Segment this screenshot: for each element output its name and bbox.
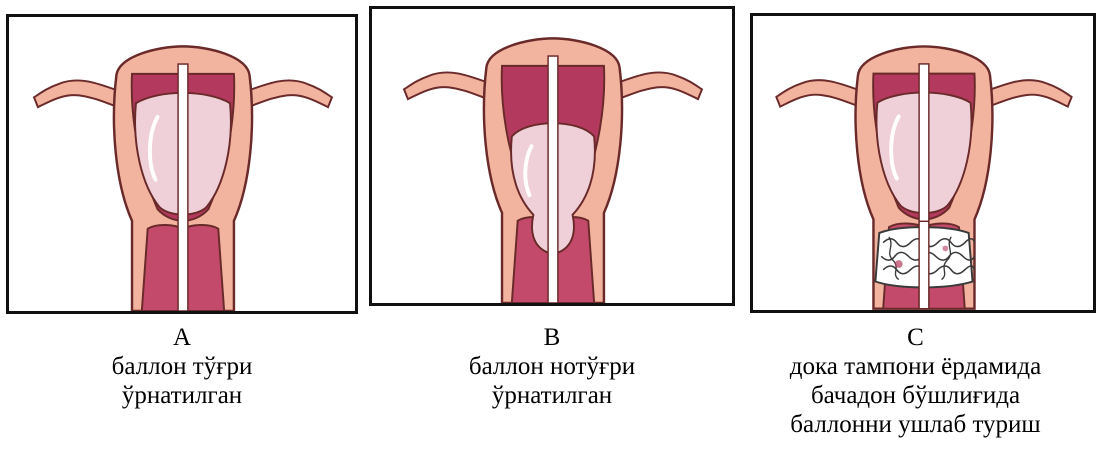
- caption-b-line-2: ўрнатилган: [369, 381, 735, 410]
- caption-b-line-1: баллон нотўғри: [369, 352, 735, 381]
- catheter: [548, 56, 558, 303]
- caption-c: C дока тампони ёрдамида бачадон бўшлиғид…: [730, 323, 1101, 439]
- fallopian-tube-right: [986, 80, 1071, 107]
- panel-b-figure: [369, 6, 735, 306]
- caption-c-line-3: баллонни ушлаб туриш: [730, 410, 1101, 439]
- panel-letter-b: B: [369, 323, 735, 352]
- uterus-illustration-gauze-tamponade: [753, 16, 1093, 310]
- catheter-through-gauze: [919, 221, 929, 308]
- fallopian-tube-left: [34, 80, 120, 107]
- caption-b: B баллон нотўғри ўрнатилган: [369, 323, 735, 410]
- caption-c-line-1: дока тампони ёрдамида: [730, 352, 1101, 381]
- panel-letter-a: A: [6, 323, 358, 352]
- caption-a-line-2: ўрнатилган: [6, 381, 358, 410]
- panel-a-figure: [6, 14, 358, 314]
- panel-c-figure: [750, 13, 1096, 313]
- fallopian-tube-right: [246, 80, 332, 107]
- caption-a-line-1: баллон тўғри: [6, 352, 358, 381]
- caption-a: A баллон тўғри ўрнатилган: [6, 323, 358, 410]
- fallopian-tube-right: [616, 72, 702, 99]
- fallopian-tube-left: [776, 80, 861, 107]
- uterus-illustration-correct: [9, 17, 355, 311]
- fallopian-tube-left: [404, 72, 490, 99]
- uterus-illustration-incorrect: [372, 9, 732, 303]
- panel-letter-c: C: [730, 323, 1101, 352]
- caption-c-line-2: бачадон бўшлиғида: [730, 381, 1101, 410]
- catheter: [178, 64, 188, 311]
